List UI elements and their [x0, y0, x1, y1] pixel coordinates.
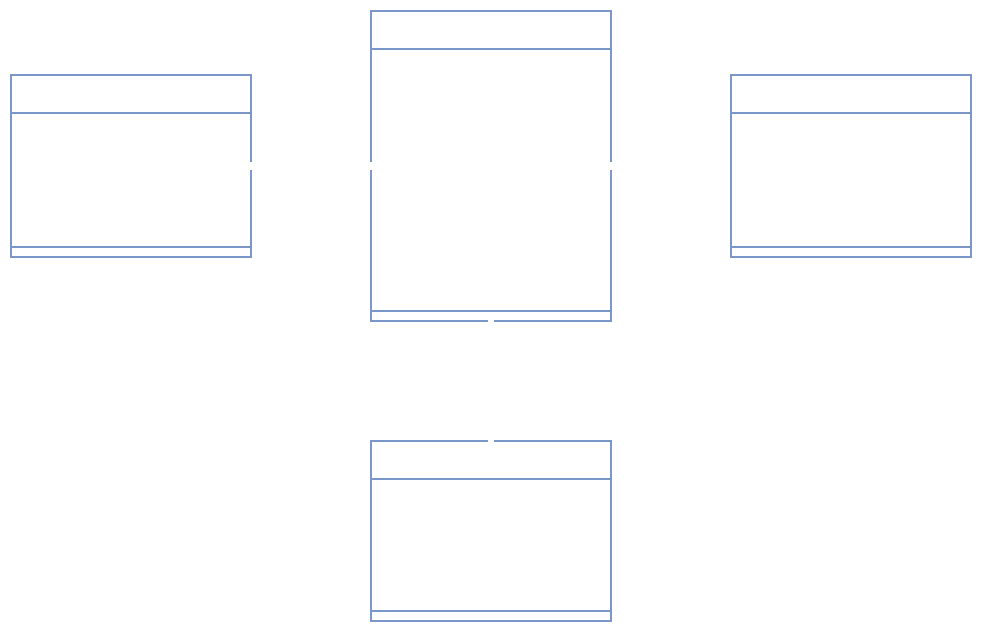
class-box-center[interactable]	[370, 10, 612, 322]
class-box-left[interactable]	[10, 74, 252, 258]
class-box-bottom[interactable]	[370, 440, 612, 622]
class-box-right[interactable]	[730, 74, 972, 258]
